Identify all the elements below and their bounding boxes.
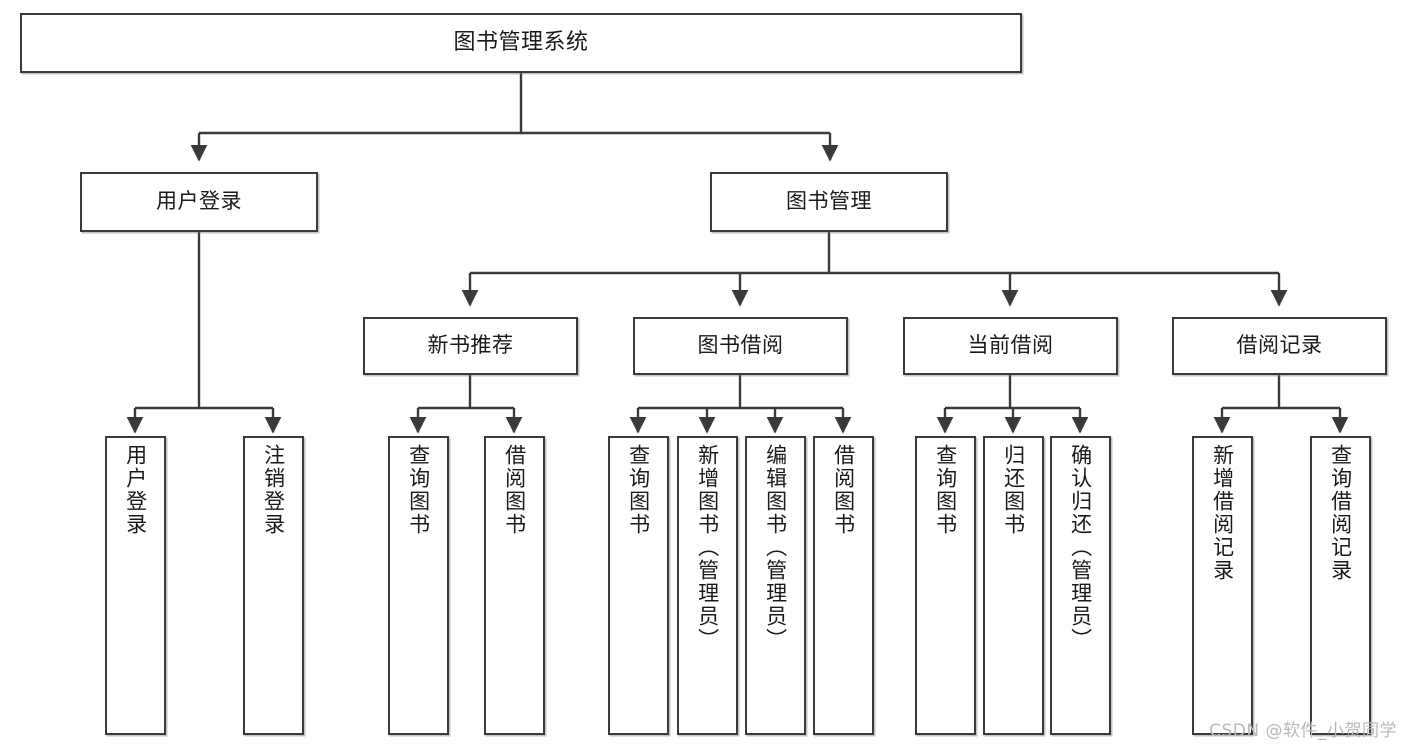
- node-leaf-query-borrow-record[interactable]: 查询借阅记录: [1310, 436, 1371, 735]
- node-leaf-logout[interactable]: 注销登录: [243, 436, 304, 735]
- node-leaf-user-login[interactable]: 用户登录: [105, 436, 166, 735]
- node-user-login[interactable]: 用户登录: [80, 172, 318, 232]
- node-leaf-user-login-label: 用户登录: [123, 444, 148, 536]
- node-leaf-confirm-return-admin-label: 确认归还（管理员）: [1068, 444, 1093, 651]
- node-leaf-query-books-current[interactable]: 查询图书: [915, 436, 976, 735]
- node-leaf-logout-label: 注销登录: [261, 444, 286, 536]
- node-new-book-recommend-label: 新书推荐: [427, 333, 514, 358]
- edge-borrowrecords-to-leaves: [1213, 375, 1349, 434]
- node-book-management-label: 图书管理: [786, 189, 872, 214]
- node-book-management[interactable]: 图书管理: [710, 172, 948, 232]
- node-leaf-query-books-borrow[interactable]: 查询图书: [608, 436, 669, 735]
- edge-bookmgmt-to-level3: [461, 232, 1288, 307]
- edge-recommend-to-leaves: [409, 375, 523, 434]
- node-leaf-return-books[interactable]: 归还图书: [983, 436, 1044, 735]
- node-new-book-recommend[interactable]: 新书推荐: [363, 317, 578, 375]
- node-leaf-borrow-books[interactable]: 借阅图书: [813, 436, 874, 735]
- node-leaf-confirm-return-admin[interactable]: 确认归还（管理员）: [1050, 436, 1111, 735]
- csdn-watermark: CSDN @软件_小贺同学: [1209, 721, 1397, 741]
- node-leaf-edit-book-admin-label: 编辑图书（管理员）: [763, 444, 788, 651]
- node-root-label: 图书管理系统: [453, 29, 589, 55]
- node-current-borrow[interactable]: 当前借阅: [903, 317, 1118, 375]
- node-leaf-query-books-borrow-label: 查询图书: [626, 444, 651, 536]
- node-leaf-borrow-books-recommend-label: 借阅图书: [502, 444, 527, 536]
- node-leaf-edit-book-admin[interactable]: 编辑图书（管理员）: [745, 436, 806, 735]
- node-leaf-query-books-recommend-label: 查询图书: [406, 444, 431, 536]
- node-borrow-records-label: 借阅记录: [1236, 333, 1323, 358]
- node-book-borrow[interactable]: 图书借阅: [633, 317, 848, 375]
- node-leaf-add-book-admin[interactable]: 新增图书（管理员）: [677, 436, 738, 735]
- node-current-borrow-label: 当前借阅: [967, 333, 1054, 358]
- node-leaf-query-borrow-record-label: 查询借阅记录: [1328, 444, 1353, 582]
- node-borrow-records[interactable]: 借阅记录: [1172, 317, 1387, 375]
- node-leaf-borrow-books-recommend[interactable]: 借阅图书: [484, 436, 545, 735]
- node-user-login-label: 用户登录: [156, 189, 242, 214]
- edge-bookborrow-to-leaves: [629, 375, 852, 434]
- node-leaf-add-borrow-record[interactable]: 新增借阅记录: [1192, 436, 1253, 735]
- node-leaf-add-borrow-record-label: 新增借阅记录: [1210, 444, 1235, 582]
- node-leaf-return-books-label: 归还图书: [1001, 444, 1026, 536]
- edge-userlogin-to-leaves: [126, 232, 282, 434]
- edge-root-to-level2: [190, 73, 839, 162]
- node-book-borrow-label: 图书借阅: [697, 333, 784, 358]
- node-leaf-borrow-books-label: 借阅图书: [831, 444, 856, 536]
- edge-currentborrow-to-leaves: [936, 375, 1089, 434]
- node-leaf-add-book-admin-label: 新增图书（管理员）: [695, 444, 720, 651]
- node-leaf-query-books-recommend[interactable]: 查询图书: [388, 436, 449, 735]
- node-leaf-query-books-current-label: 查询图书: [933, 444, 958, 536]
- node-root[interactable]: 图书管理系统: [20, 13, 1022, 73]
